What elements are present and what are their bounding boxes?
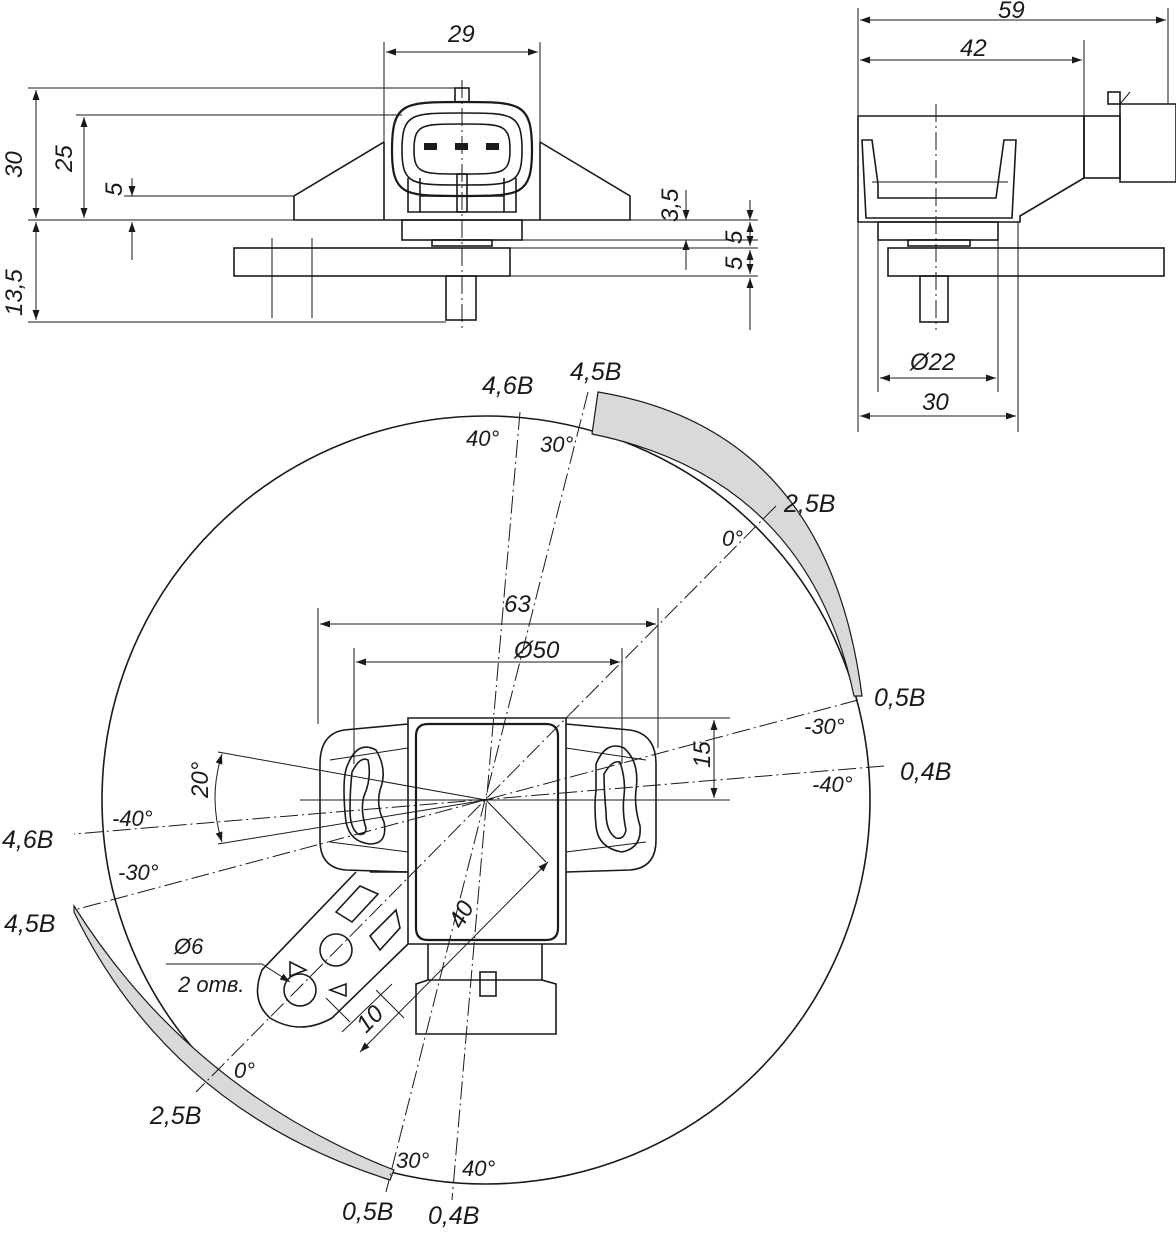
- side-dim-22: Ø22: [909, 349, 955, 376]
- side-dim-42: 42: [960, 35, 987, 62]
- voltage-2-5-bottom: 2,5В: [149, 1102, 201, 1130]
- angle-minus-40-left: -40°: [112, 806, 153, 831]
- voltage-4-5-left: 4,5В: [4, 910, 55, 938]
- front-dim-5-upper: 5: [721, 230, 748, 244]
- front-dim-30: 30: [1, 151, 28, 178]
- sector-lower-left: [73, 903, 395, 1181]
- top-dim-20: 20°: [187, 761, 214, 799]
- side-dim-59: 59: [998, 0, 1025, 24]
- top-view: 63 Ø50 15 20° 40 10 Ø6 2 отв. 4,6В 4,5В …: [2, 358, 951, 1230]
- voltage-4-6-left: 4,6В: [2, 826, 53, 854]
- voltage-0-4-right: 0,4В: [900, 758, 951, 786]
- voltage-0-5-right: 0,5В: [874, 684, 925, 712]
- sector-upper-right: [591, 391, 863, 697]
- side-dim-30: 30: [922, 389, 949, 416]
- angle-minus-40-right: -40°: [812, 772, 853, 797]
- voltage-4-6-top: 4,6В: [482, 372, 533, 400]
- front-dim-13-5: 13,5: [1, 269, 28, 316]
- front-dim-5-lower: 5: [721, 256, 748, 270]
- top-dim-40: 40: [443, 896, 480, 933]
- angle-40-top: 40°: [466, 426, 499, 451]
- angle-minus-30-right: -30°: [804, 714, 845, 739]
- top-dim-10: 10: [351, 1000, 389, 1038]
- rotation-circle: [101, 415, 871, 1185]
- hole-count-label: 2 отв.: [177, 972, 245, 997]
- front-view: 29 30 25 5 3,5 5 5 13,5: [1, 21, 758, 330]
- top-dim-63: 63: [504, 591, 531, 618]
- front-dim-3-5: 3,5: [657, 188, 684, 222]
- angle-30-top: 30°: [540, 432, 573, 457]
- angle-40-bottom: 40°: [462, 1156, 495, 1181]
- voltage-4-5-top: 4,5В: [570, 358, 621, 386]
- top-dim-50: Ø50: [513, 637, 560, 664]
- side-view: 59 42 Ø22 30: [857, 0, 1176, 432]
- angle-0-right: 0°: [722, 526, 743, 551]
- front-dim-29: 29: [447, 21, 475, 48]
- angle-0-bottom: 0°: [234, 1058, 255, 1083]
- top-dim-15: 15: [689, 741, 716, 768]
- front-dim-5: 5: [101, 182, 128, 196]
- voltage-2-5-right: 2,5В: [783, 490, 835, 518]
- front-dim-25: 25: [51, 145, 78, 173]
- voltage-0-5-bottom: 0,5В: [342, 1198, 393, 1226]
- hole-diameter-label: Ø6: [173, 934, 204, 959]
- voltage-0-4-bottom: 0,4В: [428, 1202, 479, 1230]
- angle-30-bottom: 30°: [396, 1148, 429, 1173]
- angle-minus-30-left: -30°: [118, 860, 159, 885]
